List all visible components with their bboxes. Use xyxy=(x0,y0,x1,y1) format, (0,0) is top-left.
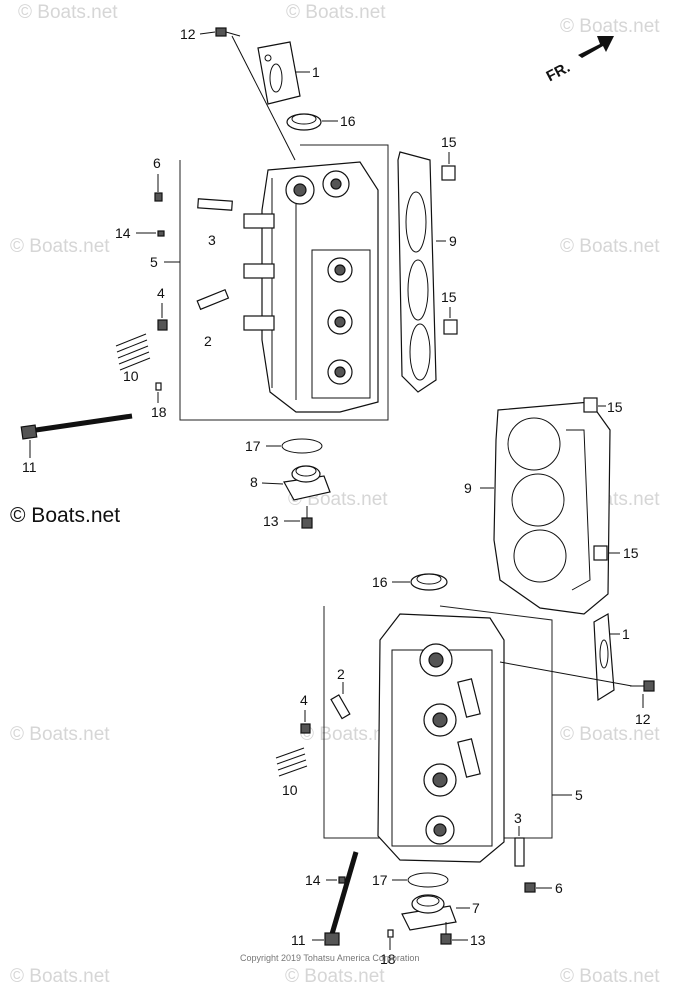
callout-11: 11 xyxy=(22,459,37,475)
part-pin-3-lower xyxy=(514,837,525,867)
leader-line xyxy=(499,661,633,687)
callout-16: 16 xyxy=(372,574,388,590)
callout-15: 15 xyxy=(441,289,457,305)
watermark: © Boats.net xyxy=(300,724,400,745)
watermark: © Boats.net xyxy=(286,2,386,23)
part-bolt-upper xyxy=(215,27,241,37)
callout-12: 12 xyxy=(635,711,651,727)
part-6-lower xyxy=(524,882,536,893)
copyright-notice: Copyright 2019 Tohatsu America Corporati… xyxy=(240,953,419,963)
part-4-lower xyxy=(300,723,311,734)
part-long-bolt-lower xyxy=(324,851,359,946)
watermark: © Boats.net xyxy=(560,16,660,37)
leader-line xyxy=(199,31,216,35)
assembly-bracket-upper xyxy=(179,144,389,421)
watermark: © Boats.net xyxy=(10,966,110,987)
part-bolt-13-lower xyxy=(440,922,452,945)
callout-15: 15 xyxy=(607,399,623,415)
watermark: © Boats.net xyxy=(18,2,118,23)
direction-label: FR. xyxy=(544,59,573,85)
callout-13: 13 xyxy=(470,932,486,948)
callout-3: 3 xyxy=(514,810,522,826)
watermark: © Boats.net xyxy=(560,236,660,257)
callout-6: 6 xyxy=(153,155,161,171)
part-oil-seal-upper xyxy=(286,113,322,131)
callout-10: 10 xyxy=(282,782,298,798)
callout-5: 5 xyxy=(150,254,158,270)
part-6-upper xyxy=(154,192,163,202)
callout-4: 4 xyxy=(300,692,308,708)
part-oil-seal-lower xyxy=(410,573,448,591)
part-bolt-lower xyxy=(630,680,655,692)
watermark-primary: © Boats.net xyxy=(10,504,120,527)
part-head-gasket-upper xyxy=(397,151,437,393)
part-spring-lower xyxy=(275,747,308,777)
watermark: © Boats.net xyxy=(560,966,660,987)
watermark: © Boats.net xyxy=(10,724,110,745)
part-pin-2-upper xyxy=(196,288,230,311)
callout-18: 18 xyxy=(380,951,396,967)
callout-17: 17 xyxy=(372,872,388,888)
watermark: © Boats.net xyxy=(560,724,660,745)
part-bracket-lower xyxy=(593,613,615,702)
callout-13: 13 xyxy=(263,513,279,529)
callout-1: 1 xyxy=(312,64,320,80)
part-dowel-15b xyxy=(443,319,458,335)
callout-14: 14 xyxy=(115,225,131,241)
part-spring-upper xyxy=(115,333,151,371)
callout-4: 4 xyxy=(157,285,165,301)
part-dowel-15a xyxy=(441,165,456,181)
part-14-lower xyxy=(338,876,346,884)
part-bracket-upper xyxy=(257,41,301,105)
part-bolt-13-upper xyxy=(301,506,313,529)
callout-15: 15 xyxy=(623,545,639,561)
watermark: © Boats.net xyxy=(10,236,110,257)
callout-10: 10 xyxy=(123,368,139,384)
callout-1: 1 xyxy=(622,626,630,642)
callout-7: 7 xyxy=(472,900,480,916)
part-long-bolt-upper xyxy=(20,413,133,440)
callout-9: 9 xyxy=(464,480,472,496)
part-cover-7 xyxy=(401,894,457,931)
part-dowel-15c xyxy=(583,397,598,413)
part-14-upper xyxy=(157,230,165,237)
part-o-ring-upper xyxy=(281,438,323,454)
part-4-upper xyxy=(157,319,168,331)
callout-9: 9 xyxy=(449,233,457,249)
part-cover-8 xyxy=(283,465,331,501)
part-18-upper xyxy=(155,382,162,391)
callout-5: 5 xyxy=(575,787,583,803)
callout-3: 3 xyxy=(208,232,216,248)
part-dowel-15d xyxy=(593,545,608,561)
callout-17: 17 xyxy=(245,438,261,454)
cylinder-head-upper xyxy=(243,161,379,413)
front-arrow-icon xyxy=(578,36,614,58)
part-pin-2-lower xyxy=(330,694,351,720)
callout-12: 12 xyxy=(180,26,196,42)
callout-8: 8 xyxy=(250,474,258,490)
watermark: © Boats.net xyxy=(285,966,385,987)
leader-line xyxy=(261,482,284,485)
callout-2: 2 xyxy=(204,333,212,349)
front-direction-indicator: FR. xyxy=(544,36,614,85)
callout-18: 18 xyxy=(151,404,167,420)
callout-14: 14 xyxy=(305,872,321,888)
part-o-ring-lower xyxy=(407,872,449,888)
part-pin-3-upper xyxy=(197,198,233,211)
callout-6: 6 xyxy=(555,880,563,896)
cylinder-head-lower xyxy=(377,613,505,863)
leader-line xyxy=(231,35,296,161)
callout-16: 16 xyxy=(340,113,356,129)
callout-2: 2 xyxy=(337,666,345,682)
assembly-bracket-lower xyxy=(323,605,553,839)
callout-15: 15 xyxy=(441,134,457,150)
part-18-lower xyxy=(387,929,394,938)
callout-11: 11 xyxy=(291,932,306,948)
part-head-gasket-lower xyxy=(493,401,611,615)
